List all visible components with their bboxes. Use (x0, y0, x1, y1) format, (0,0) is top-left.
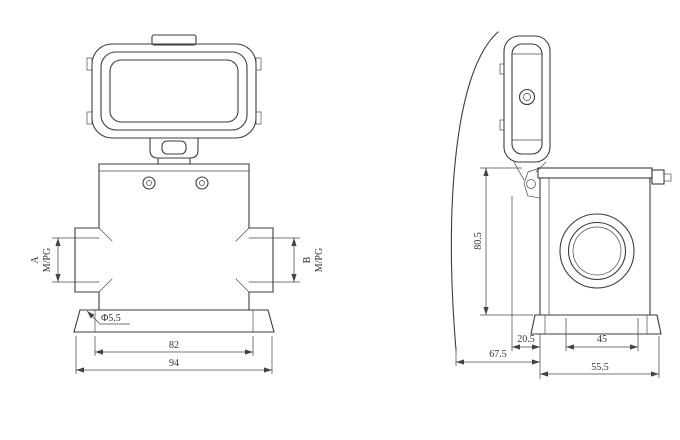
base-side (530, 314, 662, 335)
dim-housing-height: 80.5 (473, 167, 533, 316)
mounting-hole-dia-label: Φ5.5 (101, 313, 121, 324)
cover-lug (86, 57, 93, 71)
base-width-label: 94 (169, 358, 179, 369)
dim-base-depth: 55.5 (540, 336, 660, 378)
base-front (73, 309, 275, 333)
cover-lug (255, 57, 262, 71)
latch-hole (518, 88, 536, 106)
cable-entry-boss (559, 213, 635, 289)
boss-width-label: 45 (597, 334, 607, 345)
cover-lug (86, 111, 93, 125)
dim-cable-entry-b: B M/PG (273, 237, 325, 283)
entry-b-thread: M/PG (314, 248, 325, 272)
dim-hole-spacing: 82 (94, 336, 254, 356)
hole-spacing-label: 82 (169, 340, 179, 351)
cover-side-outer (503, 35, 551, 163)
cover-front (86, 34, 262, 139)
cover-top-tab (151, 34, 197, 46)
swing-clearance-label: 67.5 (489, 349, 507, 360)
screw-right-center (199, 180, 205, 186)
latch-hole-center (523, 93, 531, 101)
cover-notch (499, 119, 505, 131)
entry-b-letter: B (302, 256, 313, 263)
screw-left (142, 176, 156, 190)
dim-mounting-hole: Φ5.5 (86, 310, 130, 325)
entry-a-thread: M/PG (42, 248, 53, 272)
front-view: A M/PG B M/PG Φ5.5 82 94 (30, 34, 325, 374)
cover-frame (100, 51, 248, 131)
cover-panel (109, 59, 239, 123)
cover-lug (255, 111, 262, 125)
cover-swing-arc (450, 31, 499, 351)
entry-a-letter: A (30, 256, 41, 264)
cover-side-inner (511, 43, 543, 155)
latch-front (149, 137, 199, 165)
latch-handle (161, 140, 187, 155)
dim-cable-entry-a: A M/PG (30, 237, 75, 283)
dim-cover-offset: 20.5 (511, 196, 541, 379)
body-front (74, 163, 274, 311)
screw-right (195, 176, 209, 190)
dim-base-width: 94 (75, 336, 273, 374)
cover-side (499, 35, 551, 163)
hinge-side (513, 161, 547, 199)
cable-entry-bore (572, 226, 622, 276)
base-depth-label: 55.5 (591, 362, 609, 373)
housing-outline (74, 163, 274, 311)
cable-entry-thread (567, 221, 627, 281)
cover-outer (91, 43, 257, 139)
hinge-pivot (526, 179, 536, 189)
housing-height-label: 80.5 (473, 232, 484, 250)
body-top-rim (537, 167, 653, 179)
dim-swing-clearance: 67.5 (455, 348, 540, 366)
latch-block (651, 169, 665, 185)
body-side (537, 167, 672, 316)
side-view: 80.5 20.5 45 67.5 55.5 (450, 31, 672, 379)
dim-boss-width: 45 (565, 318, 639, 351)
latch-pin (663, 173, 672, 182)
cover-offset-label: 20.5 (517, 334, 535, 345)
cover-notch (499, 63, 505, 75)
screw-left-center (146, 180, 152, 186)
